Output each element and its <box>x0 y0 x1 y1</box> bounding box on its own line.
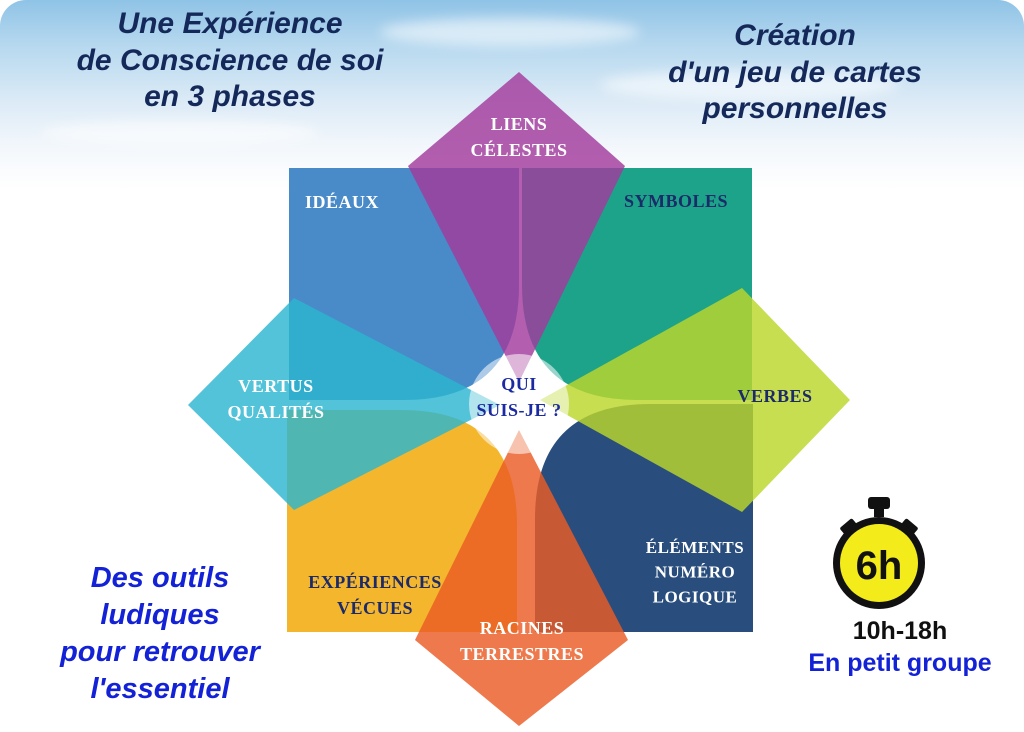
stopwatch-icon: 6h <box>833 497 925 609</box>
petal-label-elements-line: NUMÉRO <box>655 563 735 582</box>
title-top-right: Création d'un jeu de cartes personnelles <box>620 18 970 128</box>
petal-label-experiences-line: VÉCUES <box>337 597 413 618</box>
petal-label-vertus-line: QUALITÉS <box>227 401 324 422</box>
petal-verbes <box>540 288 850 512</box>
timer-duration-label: 6h <box>856 544 903 588</box>
petal-racines <box>415 430 628 726</box>
timer-group: En petit groupe <box>808 649 992 677</box>
petal-label-liens: LIENS CÉLESTES <box>470 114 567 160</box>
title-line: Création <box>734 19 856 52</box>
timer-hours: 10h-18h <box>852 617 948 645</box>
sky-cloud <box>380 18 640 46</box>
petal-label-racines-line: TERRESTRES <box>460 644 584 664</box>
title-line: Une Expérience <box>117 7 343 40</box>
sky-cloud <box>600 70 900 100</box>
petal-label-liens-line: LIENS <box>491 114 548 134</box>
petal-liens <box>408 72 625 382</box>
petal-label-experiences: EXPÉRIENCES VÉCUES <box>308 571 442 618</box>
center-label-line: SUIS-JE ? <box>476 400 561 420</box>
petal-label-symboles-line: SYMBOLES <box>624 191 728 211</box>
petal-label-elements-line: LOGIQUE <box>653 587 738 606</box>
slogan-line: ludiques <box>100 599 220 632</box>
title-line: personnelles <box>702 92 888 126</box>
center-label-line: QUI <box>501 374 537 394</box>
petal-label-elements: ÉLÉMENTS NUMÉRO LOGIQUE <box>646 538 744 606</box>
slogan-line: Des outils <box>90 562 230 594</box>
sky-cloud <box>40 120 320 146</box>
petal-label-vertus: VERTUS QUALITÉS <box>227 376 324 422</box>
petal-label-racines: RACINES TERRESTRES <box>460 618 584 664</box>
petal-label-elements-line: ÉLÉMENTS <box>646 538 744 557</box>
petal-label-verbes: VERBES <box>737 386 812 406</box>
petal-label-verbes-line: VERBES <box>737 386 812 406</box>
slogan-line: pour retrouver <box>60 636 260 669</box>
flower-diagram: LIENS CÉLESTES SYMBOLES VERBES ÉLÉMENTS NUMÉR… <box>188 72 850 726</box>
petal-label-symboles: SYMBOLES <box>624 191 728 211</box>
title-top-left: Une Expérience de Conscience de soi en 3… <box>40 6 420 116</box>
petal-label-racines-line: RACINES <box>480 618 565 638</box>
petal-label-vertus-line: VERTUS <box>238 376 313 396</box>
petal-label-ideaux: IDÉAUX <box>305 191 379 212</box>
slogan-line: l'essentiel <box>90 673 230 706</box>
petal-label-experiences-line: EXPÉRIENCES <box>308 571 442 592</box>
center-label: QUI SUIS-JE ? <box>476 374 561 420</box>
slogan-bottom-left: Des outils ludiques pour retrouver l'ess… <box>20 560 300 708</box>
petal-label-liens-line: CÉLESTES <box>470 139 567 160</box>
timer-block: 6h 10h-18h En petit groupe <box>800 495 1000 685</box>
petal-label-ideaux-line: IDÉAUX <box>305 191 379 212</box>
petal-vertus <box>188 298 500 510</box>
title-line: d'un jeu de cartes <box>668 55 922 89</box>
center-circle <box>469 354 569 454</box>
title-line: en 3 phases <box>144 80 316 114</box>
title-line: de Conscience de soi <box>76 43 384 77</box>
